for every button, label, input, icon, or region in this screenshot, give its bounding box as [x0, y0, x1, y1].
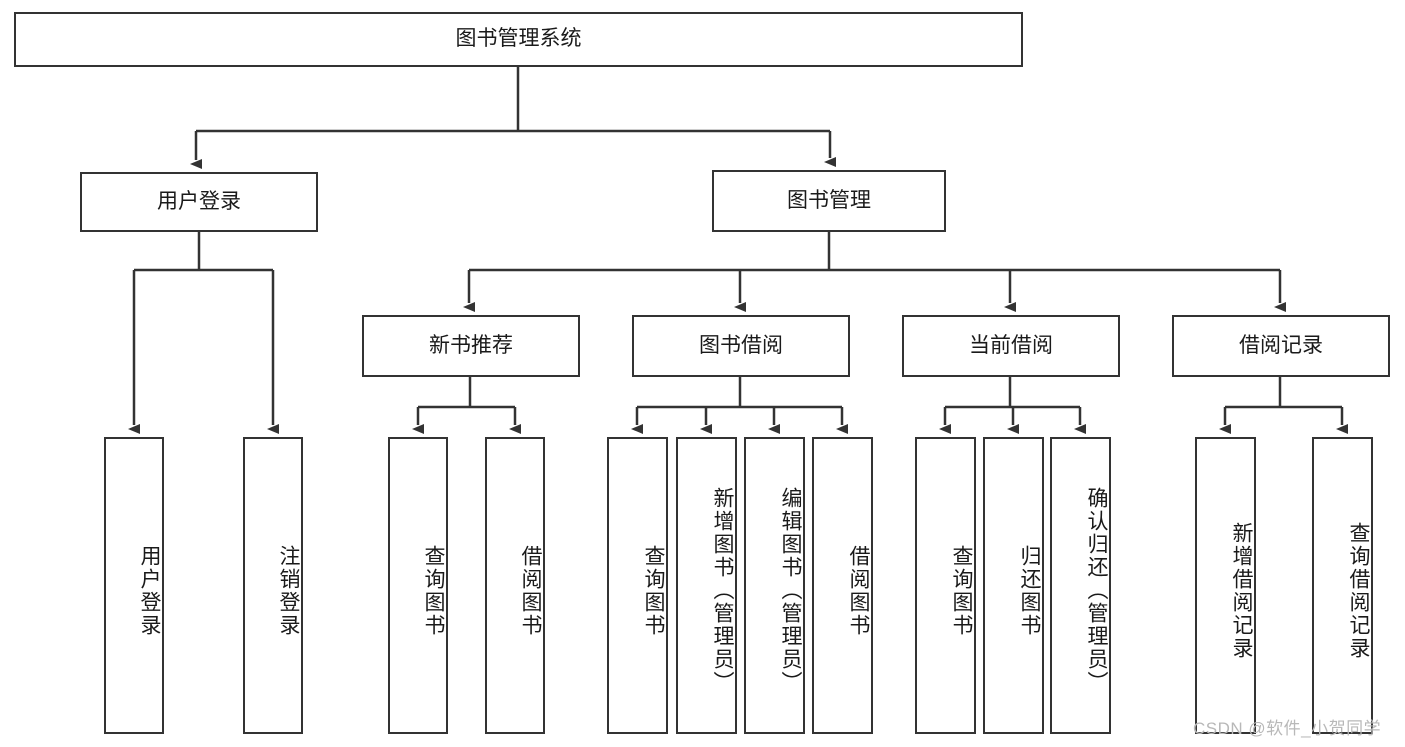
node-leaf-add-borrow-record-label: 新增借阅记录: [1230, 521, 1253, 660]
node-leaf-logout-label: 注销登录: [277, 544, 300, 637]
node-book-management[interactable]: 图书管理: [712, 170, 946, 232]
node-leaf-edit-book-label: 编辑图书（管理员）: [779, 487, 802, 694]
node-current-borrow-label: 当前借阅: [969, 333, 1053, 357]
node-leaf-return-book[interactable]: 归还图书: [983, 437, 1044, 734]
node-leaf-borrow-book[interactable]: 借阅图书: [812, 437, 873, 734]
node-root-label: 图书管理系统: [455, 27, 582, 51]
node-leaf-user-login-label: 用户登录: [138, 544, 161, 637]
csdn-watermark: CSDN @软件_小贺同学: [1193, 719, 1382, 738]
node-leaf-edit-book[interactable]: 编辑图书（管理员）: [744, 437, 805, 734]
node-book-management-label: 图书管理: [787, 188, 871, 212]
node-user-login-label: 用户登录: [157, 189, 241, 213]
node-leaf-add-borrow-record[interactable]: 新增借阅记录: [1195, 437, 1256, 734]
node-leaf-borrow-book-label: 借阅图书: [847, 544, 870, 637]
node-new-book-recommend-label: 新书推荐: [429, 333, 513, 357]
node-user-login[interactable]: 用户登录: [80, 172, 318, 232]
node-leaf-confirm-return[interactable]: 确认归还（管理员）: [1050, 437, 1111, 734]
node-leaf-query-book-current-label: 查询图书: [950, 544, 973, 637]
node-leaf-query-book-recommend[interactable]: 查询图书: [388, 437, 448, 734]
node-leaf-query-book-borrow[interactable]: 查询图书: [607, 437, 668, 734]
node-leaf-query-book-recommend-label: 查询图书: [422, 544, 445, 637]
node-leaf-borrow-book-recommend[interactable]: 借阅图书: [485, 437, 545, 734]
node-root[interactable]: 图书管理系统: [14, 12, 1023, 67]
node-leaf-return-book-label: 归还图书: [1018, 544, 1041, 637]
node-current-borrow[interactable]: 当前借阅: [902, 315, 1120, 377]
node-leaf-query-borrow-record-label: 查询借阅记录: [1347, 521, 1370, 660]
node-leaf-user-login[interactable]: 用户登录: [104, 437, 164, 734]
node-leaf-query-book-current[interactable]: 查询图书: [915, 437, 976, 734]
node-new-book-recommend[interactable]: 新书推荐: [362, 315, 580, 377]
node-book-borrow[interactable]: 图书借阅: [632, 315, 850, 377]
node-borrow-record-label: 借阅记录: [1239, 333, 1323, 357]
node-leaf-query-borrow-record[interactable]: 查询借阅记录: [1312, 437, 1373, 734]
node-leaf-query-book-borrow-label: 查询图书: [642, 544, 665, 637]
node-leaf-confirm-return-label: 确认归还（管理员）: [1085, 487, 1108, 694]
node-leaf-borrow-book-recommend-label: 借阅图书: [519, 544, 542, 637]
node-leaf-logout[interactable]: 注销登录: [243, 437, 303, 734]
node-borrow-record[interactable]: 借阅记录: [1172, 315, 1390, 377]
node-leaf-add-book-label: 新增图书（管理员）: [711, 487, 734, 694]
node-book-borrow-label: 图书借阅: [699, 333, 783, 357]
node-leaf-add-book[interactable]: 新增图书（管理员）: [676, 437, 737, 734]
